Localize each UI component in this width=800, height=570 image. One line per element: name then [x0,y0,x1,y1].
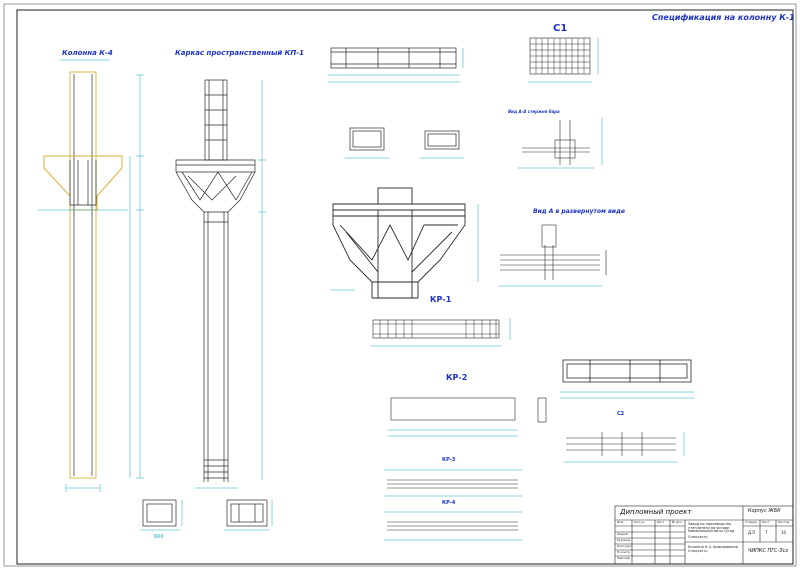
frame-kp1-drawing [175,79,256,482]
kr4-bar [387,521,518,531]
top-beam [330,47,457,69]
tb-row-label: Кол.уч [634,520,645,524]
tb-person: Консульт. [617,544,633,548]
tb-project: Дипломный проект [620,508,692,516]
tb-drawing-title: Колонна К-4. Армирование. Спецчасть [688,545,739,553]
view-aa-small-label: Вид А-А стержня бара [508,109,560,114]
kr1-stirrups [379,320,497,338]
tb-person: Зав.каф. [617,556,631,560]
kr3-label: КР-3 [442,457,456,463]
tb-description: Завод по производству утеплителя на осно… [688,522,735,533]
tb-sheets-total: 10 [781,530,787,535]
tb-sheet-no: 7 [765,530,768,535]
column-k4-drawing [43,71,123,479]
kr1-label: КР-1 [430,295,452,304]
frame-kp1-label: Каркас пространственный КП-1 [175,49,305,57]
tb-person: Руковод. [617,538,631,542]
column-k4-dimensions [38,59,144,492]
view-a-developed [500,224,607,280]
section-views-bottom [142,499,268,527]
tb-person: Н.контр. [617,550,631,554]
frame-kp1-dimensions [195,80,266,489]
dim-600-label: 600 [154,534,164,540]
mesh-c2 [566,432,676,456]
kr2-bar [390,397,547,423]
outer-frame [3,3,797,567]
tb-stage: Д.П. [748,530,757,535]
tb-row-label: № док. [672,520,683,524]
mesh-c1-grid [530,38,590,74]
kr1-cage [372,319,500,339]
kr3-bar [387,479,518,489]
kr2-label: КР-2 [446,373,468,382]
view-aa-small [522,120,590,165]
column-k4-label: Колонна К-4 [62,49,113,57]
tb-sheet-code: Корпус ЖБК [748,508,781,514]
tb-col-stage: Стадия [745,520,757,524]
c2-label: С2 [617,411,625,417]
spec-title: Спецификация на колонну К-1 [652,13,795,22]
small-sections [349,127,460,151]
tb-col-sheets: Листов [778,520,790,524]
title-block-frame [614,505,794,565]
tb-person: Разраб. [617,532,629,536]
frame-head-large [332,187,466,299]
tb-section: Спецчасть [688,535,708,539]
tb-col-sheet: Лист [762,520,770,524]
kr4-label: КР-4 [442,500,456,506]
view-a-large-label: Вид А в развернутом виде [533,208,625,215]
inner-frame [16,9,794,565]
c1-label: С1 [553,23,568,34]
tb-row-label: Лист [657,520,665,524]
cage-right [562,359,692,383]
tb-row-label: Изм. [617,520,625,524]
tb-org: ЧИПКС ПГС-Зсз [748,548,789,554]
